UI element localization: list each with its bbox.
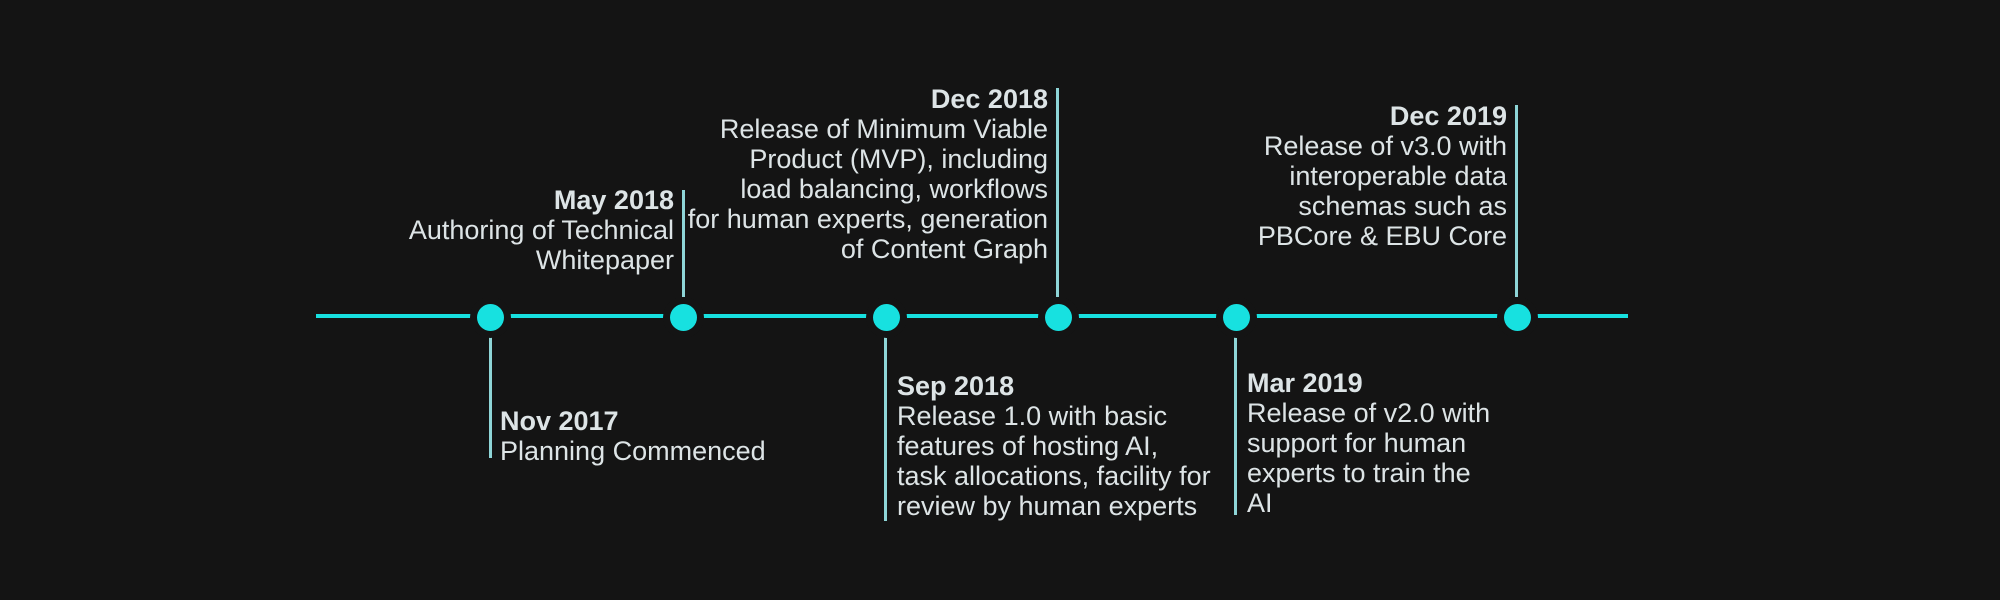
milestone-date: Nov 2017 xyxy=(500,406,619,436)
milestone-date: May 2018 xyxy=(553,185,674,215)
milestone-description: Planning Commenced xyxy=(500,436,766,466)
milestone-description: Authoring of Technical Whitepaper xyxy=(408,215,674,275)
milestone-label: Sep 2018 Release 1.0 with basic features… xyxy=(897,371,1211,521)
milestone-dot-may-2018 xyxy=(670,304,697,331)
timeline-axis-line xyxy=(316,314,1628,318)
milestone-description: Release 1.0 with basic features of hosti… xyxy=(897,401,1211,521)
milestone-date: Sep 2018 xyxy=(897,371,1015,401)
milestone-date: Mar 2019 xyxy=(1247,368,1363,398)
milestone-dot-mar-2019 xyxy=(1223,304,1250,331)
milestone-leader-line xyxy=(682,190,685,297)
milestone-date: Dec 2019 xyxy=(1389,101,1507,131)
milestone-label: Dec 2019 Release of v3.0 with interopera… xyxy=(1258,101,1507,251)
milestone-label: Dec 2018 Release of Minimum Viable Produ… xyxy=(688,84,1048,264)
milestone-dot-dec-2018 xyxy=(1045,304,1072,331)
milestone-description: Release of Minimum Viable Product (MVP),… xyxy=(687,114,1048,264)
milestone-leader-line xyxy=(489,336,492,458)
milestone-leader-line xyxy=(1056,88,1059,297)
milestone-leader-line xyxy=(1515,105,1518,297)
milestone-dot-sep-2018 xyxy=(873,304,900,331)
milestone-label: May 2018 Authoring of Technical Whitepap… xyxy=(409,185,674,275)
milestone-label: Mar 2019 Release of v2.0 with support fo… xyxy=(1247,368,1490,518)
milestone-leader-line xyxy=(884,336,887,521)
milestone-description: Release of v2.0 with support for human e… xyxy=(1247,398,1491,518)
milestone-date: Dec 2018 xyxy=(930,84,1048,114)
milestone-description: Release of v3.0 with interoperable data … xyxy=(1257,131,1507,251)
milestone-label: Nov 2017 Planning Commenced xyxy=(500,406,766,466)
milestone-dot-dec-2019 xyxy=(1504,304,1531,331)
milestone-dot-nov-2017 xyxy=(477,304,504,331)
milestone-leader-line xyxy=(1234,336,1237,515)
